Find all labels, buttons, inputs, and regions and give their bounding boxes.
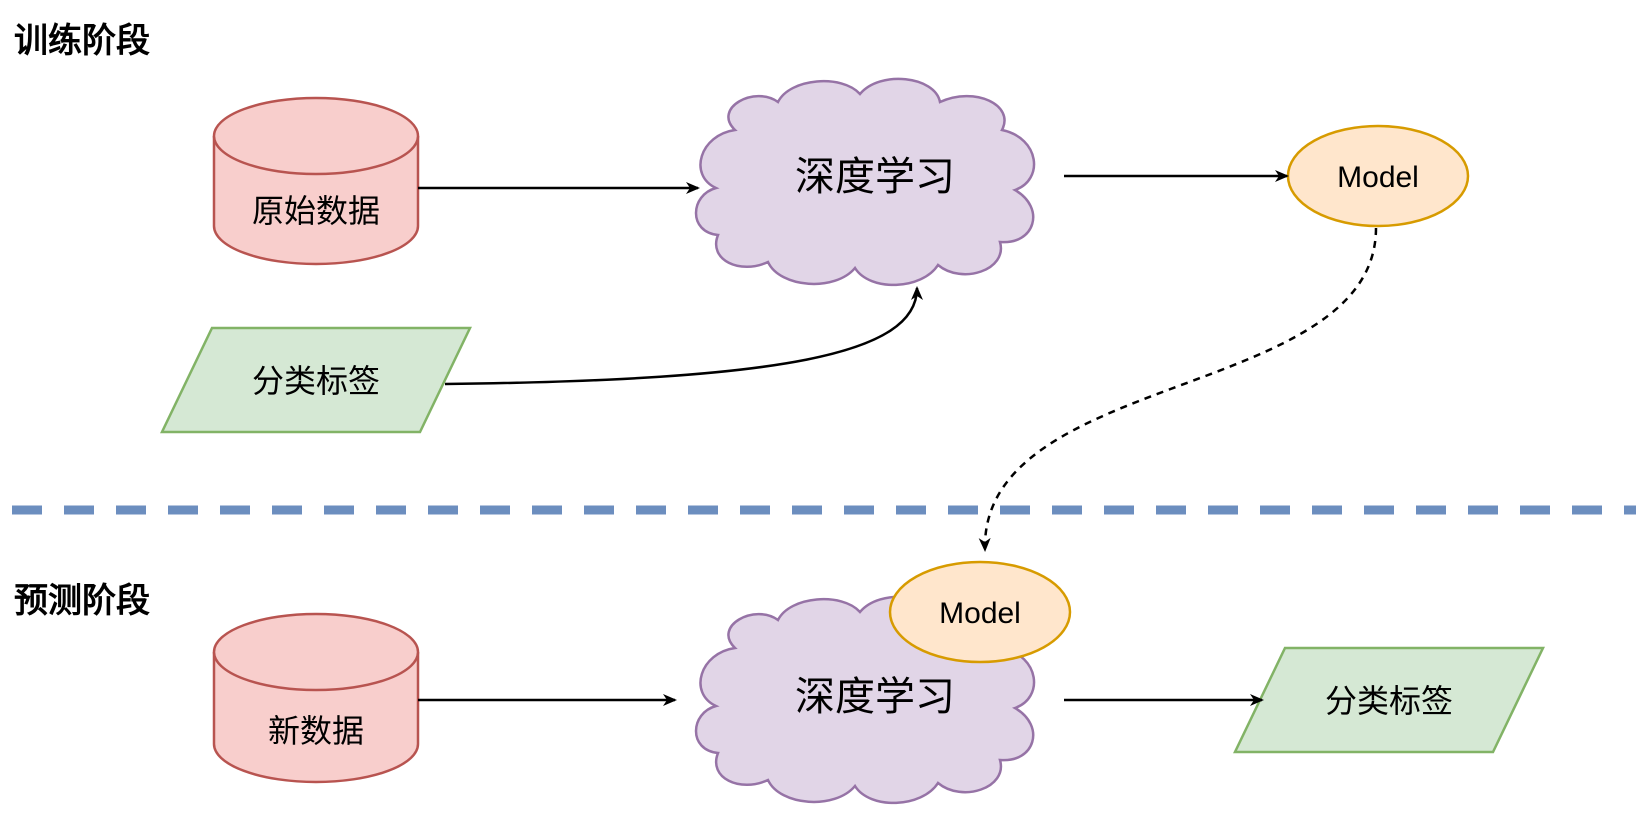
new-data-label: 新数据: [268, 712, 364, 750]
training-deep-learning-label: 深度学习: [795, 154, 955, 200]
labels-to-deep-learning-arrow: [444, 286, 923, 386]
training-model-node[interactable]: Model: [1286, 124, 1470, 228]
prediction-model-node[interactable]: Model: [888, 560, 1072, 664]
training-deep-learning-cloud[interactable]: 深度学习: [694, 77, 1036, 287]
training-model-label: Model: [1337, 161, 1419, 194]
raw-data-label: 原始数据: [252, 192, 380, 230]
prediction-phase-title: 预测阶段: [14, 581, 150, 621]
training-phase-title: 训练阶段: [14, 21, 150, 61]
prediction-labels-output[interactable]: 分类标签: [1233, 646, 1545, 754]
model-transfer-dashed-arrow: [978, 227, 1378, 552]
prediction-deep-learning-label: 深度学习: [795, 674, 955, 720]
prediction-model-label: Model: [939, 597, 1021, 630]
training-labels-input[interactable]: 分类标签: [160, 326, 472, 434]
training-labels-label: 分类标签: [252, 362, 380, 400]
prediction-labels-label: 分类标签: [1325, 682, 1453, 720]
raw-data-database[interactable]: 原始数据: [212, 96, 420, 266]
new-data-database[interactable]: 新数据: [212, 612, 420, 784]
